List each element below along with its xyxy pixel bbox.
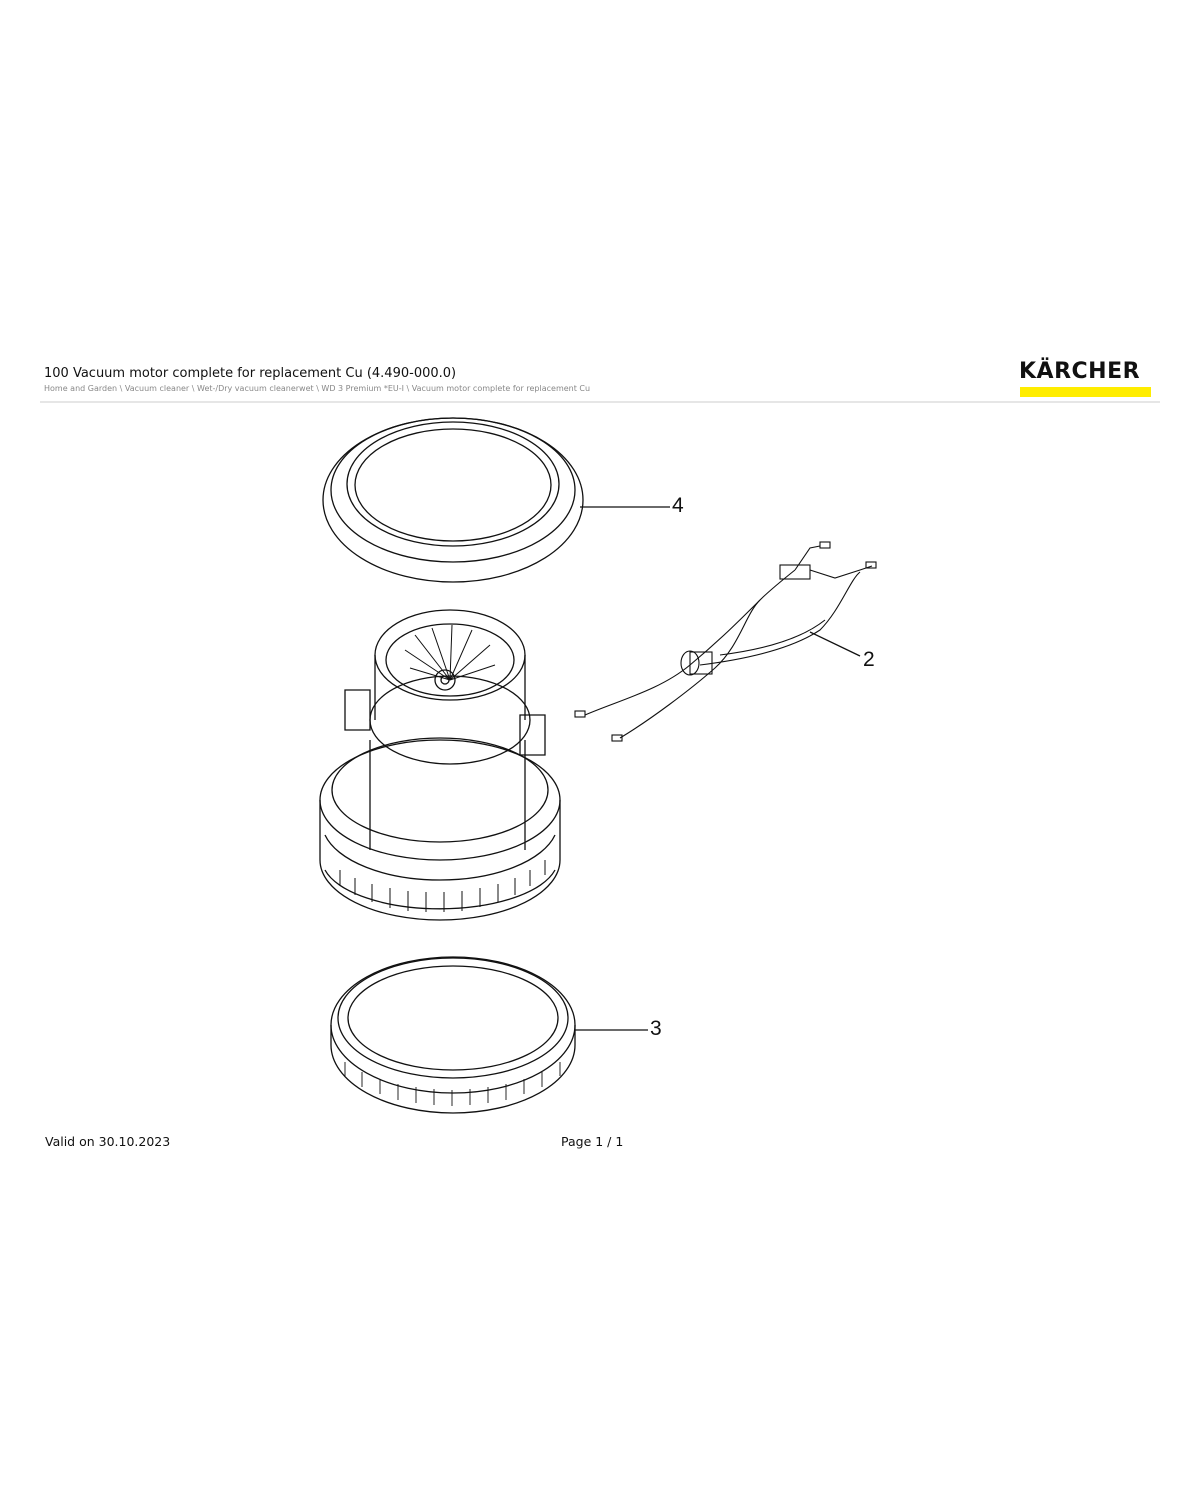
karcher-logo: KÄRCHER	[1019, 359, 1141, 384]
part-vacuum-motor	[319, 609, 561, 921]
header-divider	[40, 401, 1160, 403]
part-ring-seal	[322, 417, 670, 583]
valid-date: Valid on 30.10.2023	[45, 1134, 171, 1149]
callout-2: 2	[863, 648, 875, 671]
part-toothed-ring	[330, 956, 648, 1114]
part-cable-harness	[574, 541, 877, 742]
callout-4: 4	[672, 494, 684, 517]
leader-line-2	[809, 631, 861, 657]
breadcrumb: Home and Garden \ Vacuum cleaner \ Wet-/…	[44, 384, 591, 393]
callout-3: 3	[650, 1017, 662, 1040]
page-title: 100 Vacuum motor complete for replacemen…	[44, 366, 457, 381]
page-number: Page 1 / 1	[561, 1134, 624, 1149]
logo-yellow-bar	[1020, 387, 1151, 397]
